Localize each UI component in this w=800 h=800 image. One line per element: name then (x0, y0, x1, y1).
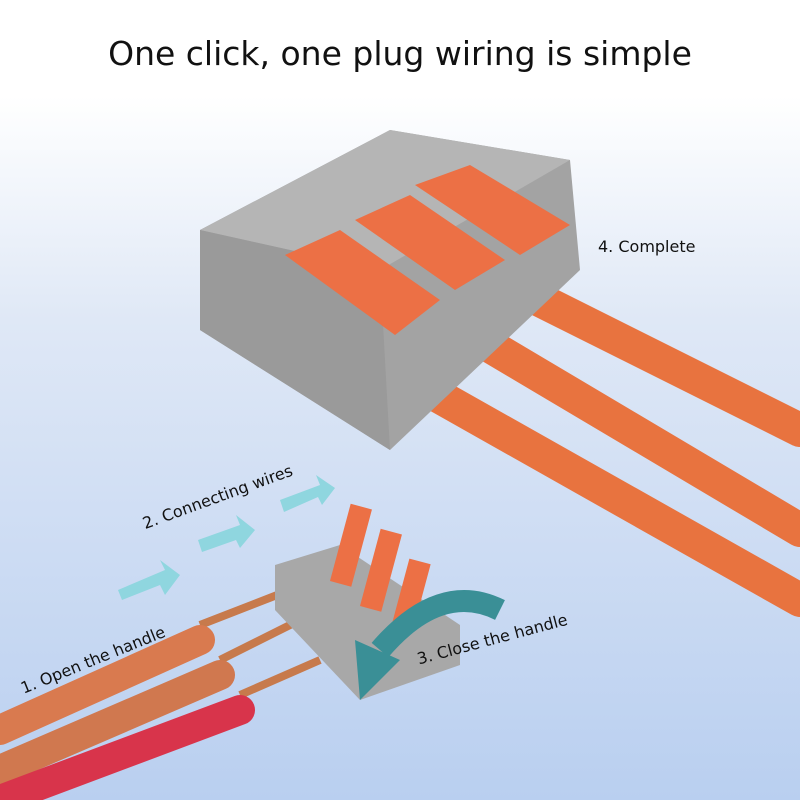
page-title: One click, one plug wiring is simple (108, 34, 692, 73)
connector-large (200, 130, 800, 617)
arrows (118, 475, 335, 600)
step-4-label: 4. Complete (598, 237, 696, 256)
connector-small (0, 503, 505, 800)
